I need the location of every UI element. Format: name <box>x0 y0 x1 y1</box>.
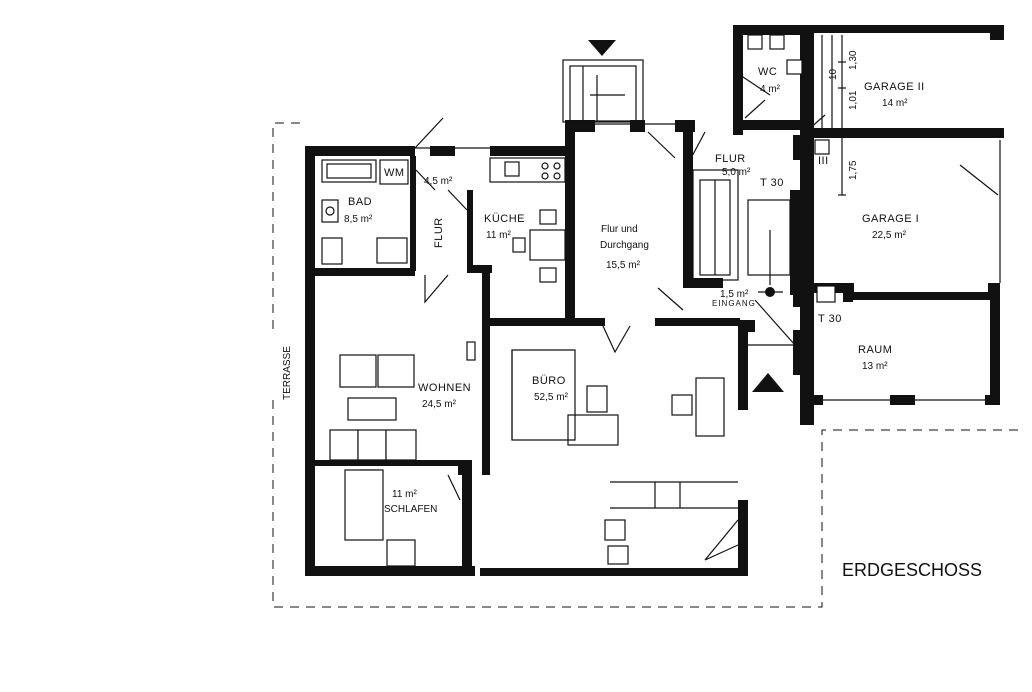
terrace-label: TERRASSE <box>282 346 293 400</box>
room-buero-area: 52,5 m² <box>534 392 569 403</box>
room-wohnen-name: WOHNEN <box>418 382 471 394</box>
door-swings <box>360 27 1000 561</box>
room-garage-2-name: GARAGE II <box>864 81 925 93</box>
room-raum-area: 13 m² <box>862 361 888 372</box>
dimension-1-30: 1,30 <box>848 50 859 70</box>
plan-title: ERDGESCHOSS <box>842 560 982 580</box>
room-flur-main-area: 5,0 m² <box>722 167 751 178</box>
room-kueche-name: KÜCHE <box>484 213 525 225</box>
staircase <box>692 169 796 346</box>
room-garage-2-area: 14 m² <box>882 98 908 109</box>
room-flur-small-name: FLUR <box>433 217 445 248</box>
room-eingang-area: 1,5 m² <box>720 289 749 300</box>
room-schlafen-area: 11 m² <box>392 489 417 500</box>
entry-arrow-south <box>752 373 784 392</box>
room-eingang-name: EINGANG <box>712 299 756 308</box>
room-flur-main-name: FLUR <box>715 153 746 165</box>
dimension-lines <box>838 35 846 196</box>
room-wc-name: WC <box>758 66 777 78</box>
dimension-1-75: 1,75 <box>848 160 859 180</box>
room-wc-area: 4 m² <box>760 84 781 95</box>
terrace-outline <box>272 122 1020 608</box>
room-wohnen-area: 24,5 m² <box>422 399 457 410</box>
room-bad-area: 8,5 m² <box>344 214 373 225</box>
entry-arrow-north <box>588 40 616 56</box>
stair-entry-top <box>562 40 784 392</box>
dimension-10: 10 <box>828 68 839 80</box>
room-buero-name: BÜRO <box>532 375 566 387</box>
window-lines <box>307 123 1001 575</box>
dimension-1-01: 1,01 <box>848 90 859 110</box>
door-rating-t30-raum: T 30 <box>818 313 842 325</box>
room-flur-small-area: 4,5 m² <box>424 176 453 187</box>
room-raum-name: RAUM <box>858 344 892 356</box>
door-rating-garage: III <box>818 155 829 167</box>
room-flur-durchgang-name-2: Durchgang <box>600 240 649 251</box>
room-flur-durchgang-name-1: Flur und <box>601 224 638 235</box>
room-kueche-area: 11 m² <box>486 230 511 241</box>
room-bad-name: BAD <box>348 196 372 208</box>
room-garage-1-area: 22,5 m² <box>872 230 907 241</box>
room-garage-1-name: GARAGE I <box>862 213 919 225</box>
labels: ERDGESCHOSS TERRASSE BAD 8,5 m² WM 4,5 m… <box>282 50 982 580</box>
room-flur-durchgang-area: 15,5 m² <box>606 260 641 271</box>
furniture <box>321 34 836 567</box>
room-schlafen-name: SCHLAFEN <box>384 504 437 515</box>
door-rating-t30-flur: T 30 <box>760 177 784 189</box>
room-wm-name: WM <box>384 167 405 179</box>
